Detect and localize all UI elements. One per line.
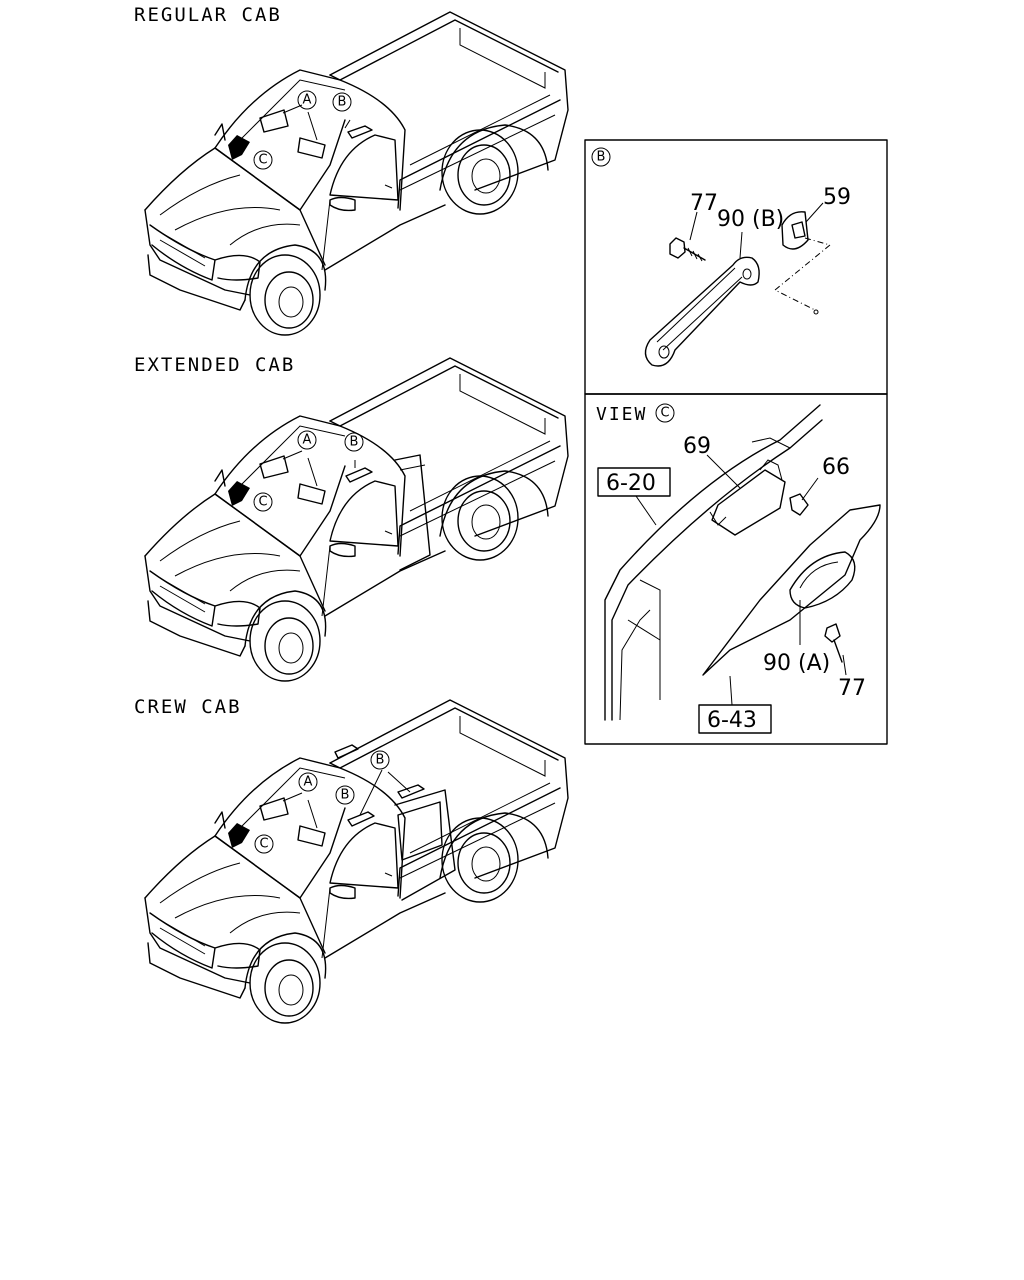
detail-b-bolt-label: 77 — [690, 191, 718, 216]
view-c-screw-label: 66 — [822, 455, 850, 480]
crew-cab-grip-rear — [397, 784, 425, 799]
assist-grip-icon — [644, 256, 760, 367]
detail-b-panel: B 77 90 (B) 59 — [584, 139, 888, 395]
detail-b-letter: B — [597, 150, 606, 165]
view-c-module-label: 69 — [683, 434, 711, 459]
view-c-bolt-label: 77 — [838, 676, 866, 701]
callout-a-label: A — [303, 93, 312, 108]
bolt-77-icon — [669, 237, 706, 262]
extended-cab-truck — [144, 357, 569, 682]
callout-c-label: C — [259, 837, 268, 852]
callout-a-label: A — [303, 433, 312, 448]
crew-cab-grip-front — [347, 811, 375, 827]
detail-b-clip-label: 59 — [823, 185, 851, 210]
view-c-letter: C — [660, 406, 669, 421]
callout-b-label: B — [338, 95, 347, 110]
clip-59-icon — [781, 211, 809, 250]
view-c-handle-label: 90 (A) — [763, 651, 830, 676]
screw-66-icon — [789, 493, 809, 516]
bolt-77-icon — [824, 623, 843, 663]
regular-cab-callouts: A B C — [253, 90, 352, 170]
extended-cab-callouts: A B C — [253, 430, 364, 512]
trim-panel-icon — [702, 504, 881, 676]
regular-cab-grip — [347, 125, 373, 139]
ref-6-20-label[interactable]: 6-20 — [606, 471, 656, 496]
regular-cab-title: REGULAR CAB — [134, 4, 282, 26]
detail-b-handle-label: 90 (B) — [717, 207, 784, 232]
view-c-label: VIEW — [596, 404, 647, 425]
callout-c-label: C — [258, 153, 267, 168]
callout-b-label: B — [376, 753, 385, 768]
crew-cab-callouts: A B B C — [254, 750, 390, 854]
crew-cab-title: CREW CAB — [134, 696, 242, 718]
view-c-panel: VIEW C 69 66 — [584, 393, 888, 745]
crew-cab-truck — [144, 699, 569, 1024]
crew-cab-grip-loose — [334, 744, 359, 759]
extended-cab-grip — [345, 467, 373, 483]
module-69-icon — [709, 459, 786, 536]
ref-6-20-box[interactable] — [597, 467, 671, 497]
ref-6-43-box[interactable] — [698, 704, 772, 734]
callout-b-label: B — [341, 788, 350, 803]
ref-6-43-label[interactable]: 6-43 — [707, 708, 757, 733]
callout-a-label: A — [304, 775, 313, 790]
extended-cab-title: EXTENDED CAB — [134, 354, 296, 376]
callout-c-label: C — [258, 495, 267, 510]
regular-cab-truck — [144, 11, 569, 336]
callout-b-label: B — [350, 435, 359, 450]
